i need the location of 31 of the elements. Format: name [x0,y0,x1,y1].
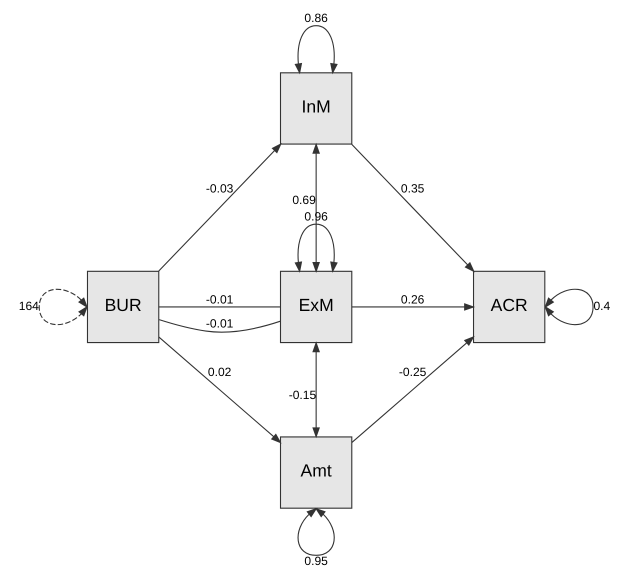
arrow [294,25,338,74]
edge-label: -0.03 [206,182,234,196]
node-box: ExM [280,270,352,344]
node-box: Amt [280,436,352,509]
edge-label: 164 [18,299,39,314]
edge-label: 0.95 [304,554,328,568]
connector [158,306,280,308]
edge-label: -0.01 [206,292,234,306]
edge-label: 0.4 [593,299,610,314]
edge-label: -0.01 [206,316,234,331]
edge-label: -0.25 [398,364,426,379]
edge-label: 0.02 [208,364,232,379]
arrow [351,144,475,272]
arrow [312,341,320,438]
connector [158,319,281,333]
arrow [312,142,320,273]
edge-label: 0.26 [400,292,424,306]
node-box: BUR [86,270,160,344]
arrow [158,142,282,272]
edge-label: 0.69 [292,193,316,208]
arrow [352,303,476,311]
arrow [38,288,88,326]
arrow [544,288,594,326]
arrow [351,336,475,443]
node-box: InM [280,72,352,145]
arrow [158,336,282,444]
arrow [298,508,335,556]
node-box: ACR [472,270,546,344]
arrow [294,224,338,273]
edge-label: 0.86 [304,11,328,26]
edge-label: 0.35 [400,182,424,196]
